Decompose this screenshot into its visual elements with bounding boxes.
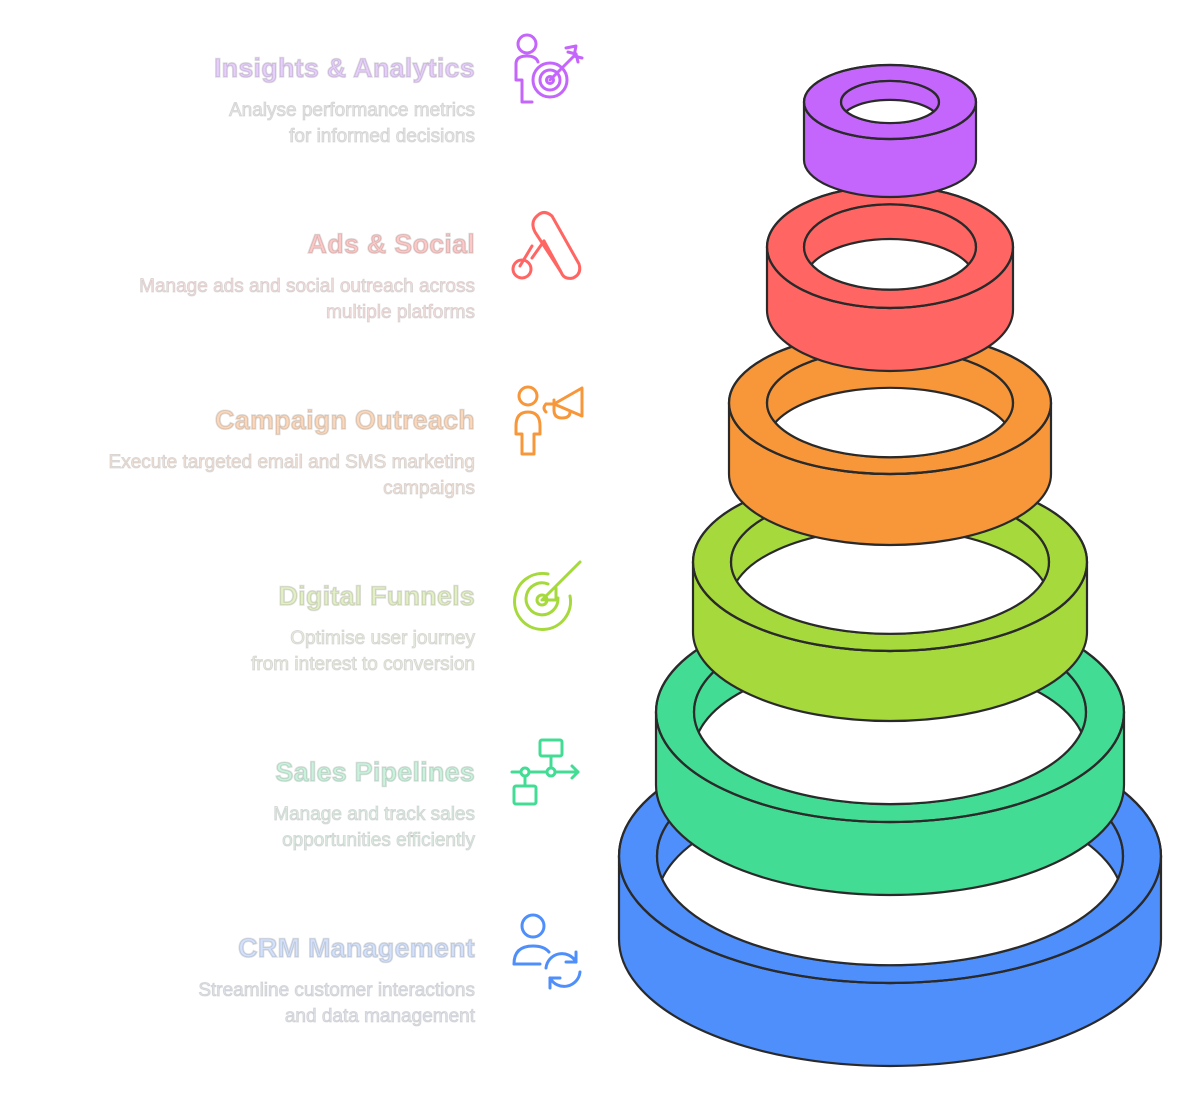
- layer-desc-ads: Manage ads and social outreach across mu…: [139, 275, 476, 323]
- layer-desc-pipelines: Manage and track sales opportunities eff…: [273, 803, 476, 851]
- ring-ads: [765, 184, 1015, 373]
- layer-desc-campaign: Execute targeted email and SMS marketing…: [108, 451, 476, 499]
- layer-insights-text: Insights & Analytics Analyse performance…: [20, 52, 475, 150]
- layer-crm-text: CRM Management Streamline customer inter…: [20, 932, 476, 1030]
- layer-pipelines-text: Sales Pipelines Manage and track sales o…: [20, 756, 476, 854]
- user-sync-icon: [506, 910, 586, 990]
- target-arrow-icon: [506, 558, 586, 638]
- layer-funnels-text: Digital Funnels Optimise user journey fr…: [20, 580, 476, 678]
- flowchart-icon: [506, 734, 586, 814]
- ring-campaign: [727, 330, 1053, 547]
- layer-title-campaign: Campaign Outreach: [214, 404, 475, 436]
- layer-title-ads: Ads & Social: [307, 228, 476, 260]
- layer-title-crm: CRM Management: [237, 932, 475, 964]
- layer-desc-crm: Streamline customer interactions and dat…: [198, 979, 476, 1027]
- ads-logo-icon: [506, 206, 586, 286]
- layer-title-insights: Insights & Analytics: [213, 52, 475, 84]
- layer-title-funnels: Digital Funnels: [278, 580, 476, 612]
- layer-campaign-text: Campaign Outreach Execute targeted email…: [20, 404, 476, 502]
- layer-desc-funnels: Optimise user journey from interest to c…: [251, 627, 476, 675]
- layer-ads-text: Ads & Social Manage ads and social outre…: [20, 228, 476, 326]
- megaphone-person-icon: [506, 382, 586, 462]
- ring-insights: [802, 63, 978, 199]
- person-target-icon: [506, 30, 586, 110]
- layer-title-pipelines: Sales Pipelines: [275, 756, 476, 788]
- layer-desc-insights: Analyse performance metrics for informed…: [228, 99, 475, 147]
